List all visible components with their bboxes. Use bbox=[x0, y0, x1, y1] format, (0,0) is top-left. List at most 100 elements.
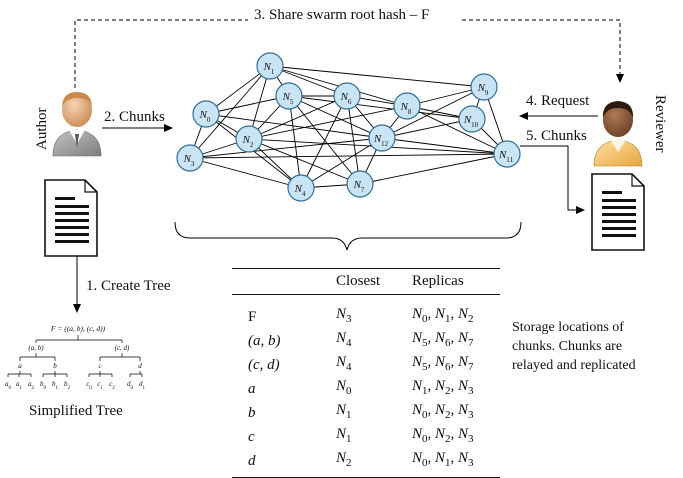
node-n10: N10 bbox=[458, 105, 486, 133]
node-label: N1 bbox=[263, 61, 275, 76]
node-label: N5 bbox=[282, 91, 294, 106]
header-closest: Closest bbox=[336, 273, 381, 289]
network-edge bbox=[300, 95, 348, 189]
node-label: N3 bbox=[183, 153, 195, 168]
replicas-cell: N5, N6, N7 bbox=[412, 354, 474, 373]
network-edge bbox=[346, 95, 361, 185]
storage-table-header: Closest Replicas bbox=[232, 268, 500, 295]
share-root-hash-path bbox=[74, 19, 624, 88]
node-label: N7 bbox=[353, 179, 365, 194]
network-edge bbox=[406, 105, 508, 155]
node-label: N0 bbox=[199, 109, 211, 124]
network-edge bbox=[381, 137, 508, 155]
node-label: N6 bbox=[340, 91, 352, 106]
chunk-cell: c bbox=[248, 428, 255, 445]
chunk-cell: d bbox=[248, 452, 256, 469]
tree-leaf: d0 bbox=[127, 380, 134, 391]
table-row: F N3 N0, N1, N2 bbox=[232, 295, 500, 330]
replicas-cell: N0, N1, N3 bbox=[412, 450, 474, 469]
closest-cell: N1 bbox=[336, 402, 352, 421]
author-person-icon bbox=[52, 92, 102, 157]
node-label: N9 bbox=[477, 82, 489, 97]
network-edge bbox=[288, 95, 383, 139]
node-label: N12 bbox=[373, 133, 389, 148]
node-circle bbox=[192, 100, 220, 128]
node-n9: N9 bbox=[470, 73, 498, 101]
network-edge bbox=[269, 65, 348, 97]
node-circle bbox=[470, 73, 498, 101]
author-document-icon bbox=[44, 179, 98, 257]
step5-label: 5. Chunks bbox=[526, 128, 587, 144]
chunk-cell: a bbox=[248, 380, 256, 397]
network-edge bbox=[248, 105, 408, 140]
chunk-cell: (a, b) bbox=[248, 332, 281, 349]
network-edge bbox=[189, 65, 271, 159]
node-n7: N7 bbox=[346, 170, 374, 198]
tree-mid-c: c bbox=[98, 362, 102, 370]
network-edge bbox=[381, 118, 473, 139]
network-edge bbox=[248, 95, 348, 140]
tree-leaf: c1 bbox=[97, 380, 103, 391]
tree-leaf: b1 bbox=[52, 380, 59, 391]
step4-label: 4. Request bbox=[526, 93, 590, 109]
tree-leaf: b0 bbox=[40, 380, 47, 391]
step1-label: 1. Create Tree bbox=[86, 278, 171, 294]
node-circle bbox=[393, 92, 421, 120]
chunk-cell: b bbox=[248, 404, 256, 421]
network-edge bbox=[359, 153, 508, 185]
chunks-to-reviewer-arrow bbox=[520, 145, 585, 214]
network-edge bbox=[381, 86, 485, 139]
closest-cell: N0 bbox=[336, 378, 352, 397]
tree-left: (a, b) bbox=[28, 344, 44, 352]
replicas-cell: N0, N2, N3 bbox=[412, 426, 474, 445]
step2-label: 2. Chunks bbox=[104, 109, 165, 125]
network-brace bbox=[174, 221, 522, 251]
chunk-cell: F bbox=[248, 308, 257, 325]
tree-right: (c, d) bbox=[115, 344, 130, 352]
reviewer-label: Reviewer bbox=[652, 95, 668, 152]
tree-mid-d: d bbox=[138, 362, 142, 370]
tree-leaf: a2 bbox=[28, 380, 35, 391]
network-edge bbox=[248, 138, 361, 185]
node-label: N2 bbox=[242, 134, 254, 149]
network-edge bbox=[189, 137, 383, 159]
tree-leaf: a1 bbox=[16, 380, 23, 391]
table-row: b N1 N0, N2, N3 bbox=[232, 401, 500, 425]
tree-leaf: b2 bbox=[64, 380, 71, 391]
reviewer-document-icon bbox=[591, 173, 645, 251]
node-circle bbox=[346, 170, 374, 198]
node-label: N4 bbox=[294, 183, 306, 198]
network-edge bbox=[189, 157, 302, 189]
closest-cell: N3 bbox=[336, 306, 352, 325]
tree-mid-a: a bbox=[18, 362, 22, 370]
closest-cell: N4 bbox=[336, 330, 352, 349]
replicas-cell: N5, N6, N7 bbox=[412, 330, 474, 349]
chunk-cell: (c, d) bbox=[248, 356, 280, 373]
tree-mid-b: b bbox=[53, 362, 57, 370]
node-circle bbox=[368, 124, 396, 152]
node-n2: N2 bbox=[235, 125, 263, 153]
storage-note: Storage locations of chunks. Chunks are … bbox=[512, 320, 636, 373]
network-edge bbox=[288, 95, 473, 120]
replicas-cell: N0, N2, N3 bbox=[412, 402, 474, 421]
node-circle bbox=[333, 82, 361, 110]
node-n3: N3 bbox=[176, 144, 204, 172]
tree-root: F = ((a, b), (c, d)) bbox=[50, 324, 106, 333]
node-circle bbox=[235, 125, 263, 153]
node-circle bbox=[493, 140, 521, 168]
replicas-cell: N0, N1, N2 bbox=[412, 306, 474, 325]
node-n5: N5 bbox=[275, 82, 303, 110]
node-n1: N1 bbox=[256, 52, 284, 80]
node-n8: N8 bbox=[393, 92, 421, 120]
header-chunk bbox=[232, 269, 336, 295]
node-n11: N11 bbox=[493, 140, 521, 168]
closest-cell: N1 bbox=[336, 426, 352, 445]
node-label: N8 bbox=[400, 101, 412, 116]
